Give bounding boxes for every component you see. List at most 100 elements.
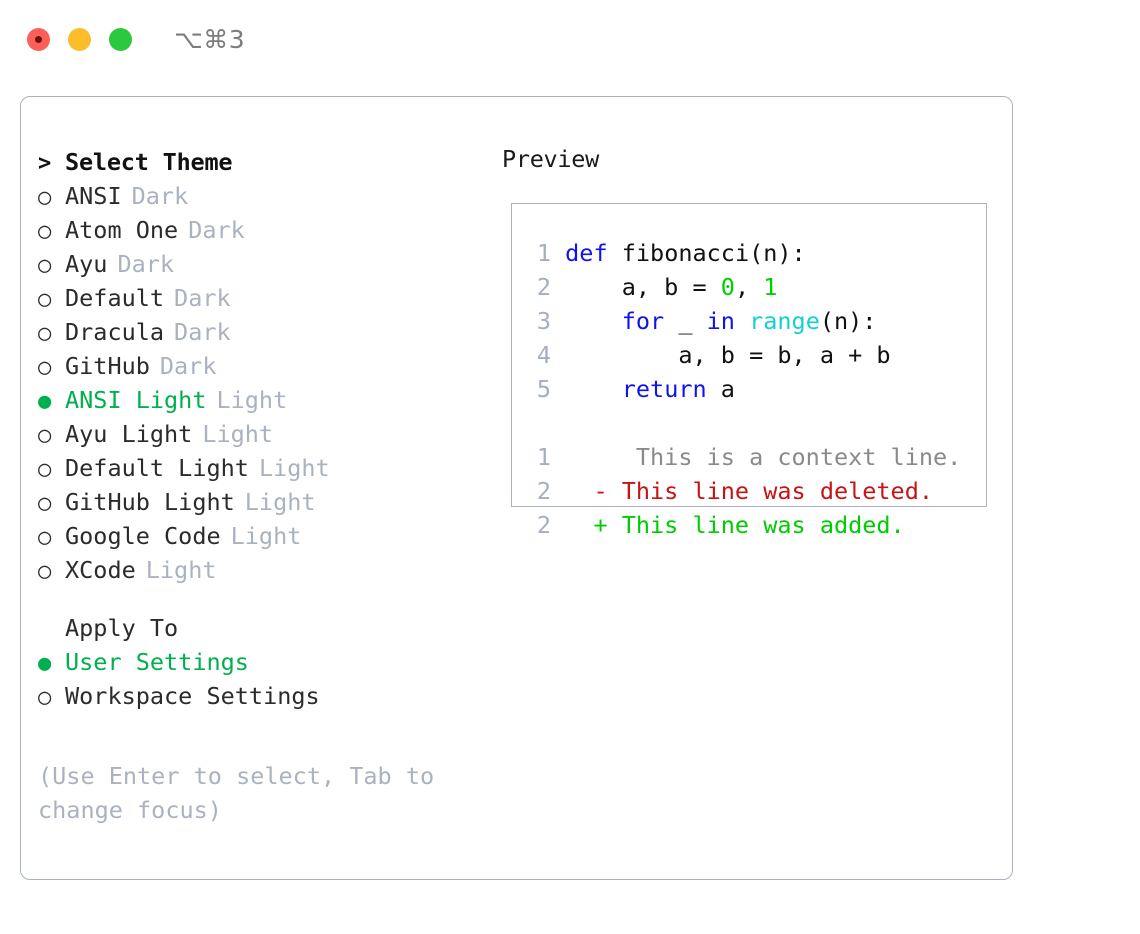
keyboard-hint-line-2: change focus)	[38, 796, 222, 824]
radio-unselected-icon: ○	[38, 423, 52, 448]
diff-line-number: 1	[536, 443, 551, 471]
maximize-button[interactable]	[109, 27, 132, 51]
code-token-kw: for	[621, 307, 665, 335]
select-theme-title: Select Theme	[65, 148, 233, 176]
theme-option-xcode[interactable]: ○ XCode Light	[38, 553, 498, 587]
code-line-number: 3	[536, 307, 551, 335]
theme-option-variant: Dark	[174, 318, 231, 346]
code-line: 3 for _ in range(n):	[525, 304, 891, 338]
radio-unselected-icon: ○	[38, 287, 52, 312]
apply-to-header: Apply To	[38, 611, 498, 645]
preview-title: Preview	[502, 145, 599, 173]
code-token-kw: in	[706, 307, 735, 335]
radio-unselected-icon: ○	[38, 185, 52, 210]
apply-option-workspace-settings[interactable]: ○ Workspace Settings	[38, 679, 498, 713]
code-line-number: 5	[536, 375, 551, 403]
theme-option-label: Dracula	[65, 318, 165, 346]
theme-option-default[interactable]: ○ Default Dark	[38, 281, 498, 315]
theme-option-ayu[interactable]: ○ Ayu Dark	[38, 247, 498, 281]
apply-to-marker	[38, 613, 65, 647]
code-token-txt: a	[706, 375, 735, 403]
diff-line-text: - This line was deleted.	[551, 477, 934, 505]
theme-option-variant: Dark	[159, 352, 217, 380]
radio-unselected-icon: ○	[38, 685, 52, 710]
code-line: 5 return a	[525, 372, 891, 406]
theme-option-label: GitHub	[65, 352, 150, 380]
radio-selected-icon: ●	[38, 651, 52, 676]
select-theme-header: > Select Theme	[38, 145, 498, 179]
theme-option-variant: Dark	[117, 250, 175, 278]
code-token-txt	[551, 239, 565, 267]
theme-option-variant: Light	[202, 420, 274, 448]
radio-unselected-icon: ○	[38, 559, 52, 584]
radio-unselected-icon: ○	[38, 491, 52, 516]
minimize-button[interactable]	[68, 27, 91, 51]
window-controls	[27, 27, 132, 51]
code-token-fn: range	[749, 307, 820, 335]
code-token-num: 0	[720, 273, 735, 301]
theme-option-variant: Light	[230, 522, 302, 550]
radio-unselected-icon: ○	[38, 525, 52, 550]
diff-line-number: 2	[536, 477, 551, 505]
code-line-number: 4	[536, 341, 551, 369]
theme-option-variant: Dark	[131, 182, 189, 210]
theme-option-variant: Light	[258, 454, 330, 482]
code-token-kw: def	[565, 239, 608, 267]
diff-line-ctx: 1 This is a context line.	[525, 440, 961, 474]
code-token-txt	[735, 307, 749, 335]
theme-option-ansi[interactable]: ○ ANSI Dark	[38, 179, 498, 213]
theme-option-label: ANSI	[65, 182, 122, 210]
theme-option-label: ANSI Light	[65, 386, 207, 414]
theme-option-ayu-light[interactable]: ○ Ayu Light Light	[38, 417, 498, 451]
code-token-txt: a, b = b, a + b	[551, 341, 891, 369]
radio-selected-icon: ●	[38, 389, 52, 414]
theme-option-label: Google Code	[65, 522, 221, 550]
code-token-txt: (n):	[819, 307, 877, 335]
apply-option-label: User Settings	[65, 648, 249, 676]
theme-option-variant: Dark	[174, 284, 231, 312]
code-line: 1 def fibonacci(n):	[525, 236, 891, 270]
apply-option-user-settings[interactable]: ● User Settings	[38, 645, 498, 679]
code-line-number: 1	[536, 239, 551, 267]
theme-option-label: Ayu Light	[65, 420, 193, 448]
apply-to-list: ● User Settings ○ Workspace Settings	[38, 645, 498, 713]
theme-option-variant: Dark	[188, 216, 245, 244]
caret-icon: >	[38, 151, 52, 176]
theme-option-label: GitHub Light	[65, 488, 235, 516]
theme-option-label: Ayu	[65, 250, 108, 278]
apply-to-title: Apply To	[65, 614, 179, 642]
radio-unselected-icon: ○	[38, 219, 52, 244]
diff-line-number: 2	[536, 511, 551, 539]
diff-line-text: This is a context line.	[551, 443, 962, 471]
apply-option-label: Workspace Settings	[65, 682, 320, 710]
theme-option-label: XCode	[65, 556, 136, 584]
keyboard-shortcut-label: ⌥⌘3	[174, 24, 246, 54]
keyboard-hint: (Use Enter to select, Tab to change focu…	[38, 759, 450, 827]
code-token-kw: return	[621, 375, 707, 403]
theme-option-google-code[interactable]: ○ Google Code Light	[38, 519, 498, 553]
code-token-txt: a, b =	[551, 273, 721, 301]
close-button[interactable]	[27, 27, 50, 51]
code-token-txt: _	[664, 307, 707, 335]
radio-unselected-icon: ○	[38, 253, 52, 278]
code-line: 2 a, b = 0, 1	[525, 270, 891, 304]
code-token-num: 1	[763, 273, 778, 301]
radio-unselected-icon: ○	[38, 457, 52, 482]
theme-option-label: Default	[65, 284, 165, 312]
code-line-number: 2	[536, 273, 551, 301]
code-token-txt: fibonacci(n):	[607, 239, 806, 267]
theme-option-variant: Light	[145, 556, 217, 584]
diff-line-text: + This line was added.	[551, 511, 905, 539]
window-titlebar: ⌥⌘3	[0, 0, 1140, 78]
